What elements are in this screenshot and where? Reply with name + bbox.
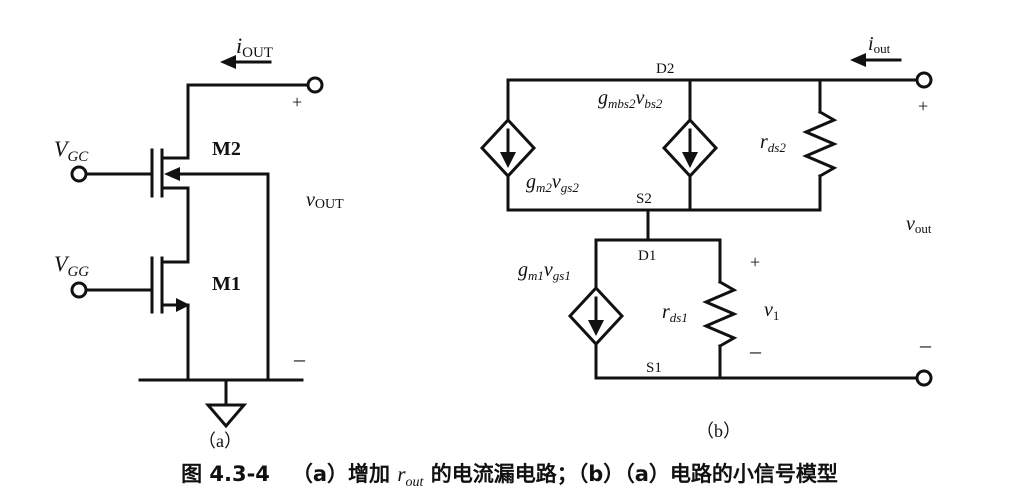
- iout-b-arrow: [850, 53, 902, 67]
- vgc-label: VGC: [54, 136, 89, 165]
- vgg-terminal: [70, 281, 88, 299]
- plus-v1: +: [750, 252, 760, 272]
- out-terminal-bottom: [915, 369, 933, 387]
- minus-a: –: [293, 346, 306, 371]
- transistor-m2: [82, 83, 270, 264]
- source-gm2: [479, 78, 537, 212]
- node-s1: S1: [646, 360, 662, 376]
- vgc-terminal: [70, 165, 88, 183]
- gmbs2-label: gmbs2vbs2: [598, 87, 663, 111]
- gm2-label: gm2vgs2: [526, 171, 579, 195]
- m2-label: M2: [212, 138, 241, 160]
- minus-b: –: [919, 332, 932, 357]
- node-d2: D2: [656, 61, 674, 77]
- label-a: （a）: [198, 431, 242, 451]
- vout-label: vOUT: [306, 189, 344, 212]
- rds1-label: rds1: [662, 301, 688, 325]
- node-d1: D1: [638, 248, 656, 264]
- ground-symbol: [204, 378, 248, 429]
- gm1-label: gm1vgs1: [518, 259, 571, 283]
- plus-b: +: [918, 96, 928, 116]
- resistor-rds2: [802, 78, 838, 212]
- caption-rsub: out: [405, 475, 424, 491]
- vout-b-label: vout: [906, 213, 932, 236]
- caption-suffix: 的电流漏电路；（b）（a）电路的小信号模型: [423, 462, 838, 486]
- caption-r: r: [397, 462, 406, 486]
- iout-label: iOUT: [236, 33, 273, 61]
- m1-label: M1: [212, 273, 241, 295]
- vgg-label: VGG: [54, 251, 89, 280]
- transistor-m1: [82, 256, 190, 382]
- output-terminal: [306, 76, 324, 94]
- iout-b-label: iout: [868, 33, 891, 56]
- v1-label: v1: [764, 299, 779, 323]
- resistor-rds1: [702, 238, 738, 380]
- minus-v1: –: [749, 338, 762, 363]
- circuit-a: iOUT + VGC M2: [54, 33, 344, 451]
- plus-a: +: [292, 92, 302, 112]
- label-b: （b）: [696, 421, 741, 441]
- out-terminal-top: [915, 71, 933, 89]
- rds2-label: rds2: [760, 131, 786, 155]
- iout-arrow: [220, 55, 272, 69]
- caption-prefix: 图 4.3-4 （a）增加: [181, 462, 398, 486]
- source-gm1: [567, 238, 625, 380]
- source-gmbs2: [661, 78, 719, 212]
- circuit-b: D2 + iout gm2vgs2 gmb: [479, 33, 933, 441]
- node-s2: S2: [636, 191, 652, 207]
- figure-caption: 图 4.3-4 （a）增加 rout 的电流漏电路；（b）（a）电路的小信号模型: [0, 458, 1019, 491]
